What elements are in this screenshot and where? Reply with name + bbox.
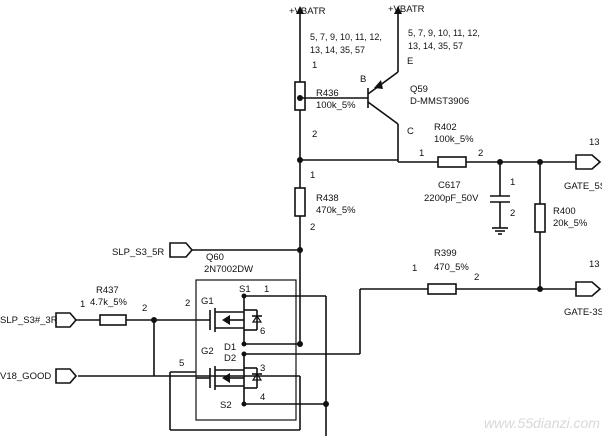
q60-pin2: 2 — [185, 298, 190, 309]
slp-s3-5r-label: SLP_S3_5R — [112, 247, 164, 258]
c617-pin1: 1 — [510, 177, 515, 188]
q59-part: D-MMST3906 — [410, 96, 469, 107]
r436-value: 100k_5% — [316, 100, 356, 111]
r438-pin1: 1 — [310, 170, 315, 181]
v18-good-label: V18_GOOD — [0, 371, 51, 382]
r437-pin2: 2 — [142, 303, 147, 314]
r400-value: 20k_5% — [553, 218, 588, 229]
q60-pin5: 5 — [179, 358, 184, 369]
r438-ref: R438 — [316, 193, 339, 204]
gate-3s-connector — [575, 281, 602, 297]
r400-ref: R400 — [553, 206, 576, 217]
junction-c617 — [497, 159, 503, 165]
r402-value: 100k_5% — [434, 134, 474, 145]
q60-pin4: 4 — [260, 392, 265, 403]
resistor-r438 — [294, 157, 398, 253]
r402-pin1: 1 — [419, 148, 424, 159]
r399-pin1: 1 — [412, 263, 417, 274]
q60-wiring — [78, 250, 361, 436]
c617-value: 2200pF_50V — [424, 193, 479, 204]
vbatr-right-rail — [394, 6, 402, 72]
resistor-r436 — [294, 81, 306, 160]
gate-5s-sheet: 13 — [589, 137, 600, 148]
c617-pin2: 2 — [510, 208, 515, 219]
q60-s1: S1 — [239, 284, 251, 295]
gate-3s-sheet: 13 — [589, 259, 600, 270]
q60-d1: D1 — [224, 342, 236, 353]
transistor-q59 — [367, 71, 399, 162]
q59-collector-pin: C — [407, 126, 414, 137]
junction-r400-top — [537, 159, 543, 165]
gate-5s-label: GATE_5S — [564, 181, 602, 192]
q60-ref: Q60 — [206, 252, 224, 263]
resistor-r402 — [398, 156, 576, 168]
q60-pin1: 1 — [264, 284, 269, 295]
q60-pin6: 6 — [260, 326, 265, 337]
r437-ref: R437 — [96, 285, 119, 296]
q59-emitter-pin: E — [407, 56, 413, 67]
q60-s2: S2 — [220, 400, 232, 411]
junction-base — [297, 95, 303, 101]
v18-good-connector — [55, 368, 78, 384]
q59-ref: Q59 — [410, 84, 428, 95]
r399-value: 470_5% — [434, 262, 469, 273]
r438-value: 470k_5% — [316, 205, 356, 216]
vbatr-right-sheets-line2: 13, 14, 35, 57 — [408, 41, 463, 51]
r399-ref: R399 — [434, 248, 457, 259]
capacitor-c617 — [490, 162, 510, 235]
vbatr-left-sheets-line2: 13, 14, 35, 57 — [310, 45, 365, 55]
r438-pin2: 2 — [310, 222, 315, 233]
q60-part: 2N7002DW — [204, 264, 253, 275]
slp-s3-5r-net — [169, 242, 300, 258]
gate-3s-label: GATE-3S — [564, 307, 602, 318]
r399-pin2: 2 — [474, 272, 479, 283]
mosfet-q60 — [195, 279, 297, 421]
r402-pin2: 2 — [478, 148, 483, 159]
q60-pin3: 3 — [260, 363, 265, 374]
r436-pin2: 2 — [312, 129, 317, 140]
vbatr-right-label: +VBATR — [388, 4, 425, 15]
q60-g1: G1 — [201, 296, 214, 307]
vbatr-left-label: +VBATR — [289, 6, 326, 17]
q59-base-pin: B — [360, 74, 366, 85]
watermark: www.55dianzi.com — [484, 415, 600, 431]
r402-ref: R402 — [434, 122, 457, 133]
resistor-r399 — [360, 283, 576, 295]
q60-g2: G2 — [201, 346, 214, 357]
gate-5s-connector — [575, 154, 602, 170]
r437-pin1: 1 — [80, 299, 85, 310]
slp-s3n-3r-net — [55, 312, 157, 376]
vbatr-left-rail — [296, 6, 304, 82]
slp-s3n-3r-label: SLP_S3#_3R — [0, 315, 58, 326]
r437-value: 4.7k_5% — [90, 297, 128, 308]
vbatr-right-sheets-line1: 5, 7, 9, 10, 11, 12, — [408, 28, 480, 38]
resistor-r400 — [534, 162, 546, 289]
r436-pin1: 1 — [312, 60, 317, 71]
r436-ref: R436 — [316, 88, 339, 99]
c617-ref: C617 — [438, 180, 461, 191]
vbatr-left-sheets-line1: 5, 7, 9, 10, 11, 12, — [310, 32, 382, 42]
q60-d2: D2 — [224, 353, 236, 364]
